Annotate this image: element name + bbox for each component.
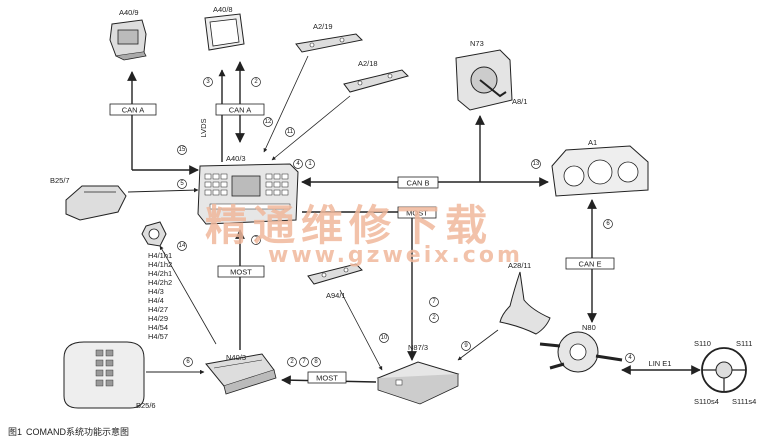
h4-item: H4/54 [148, 323, 168, 332]
n80-label: N80 [582, 323, 596, 332]
can-a-mid-label: CAN A [229, 106, 252, 115]
a40-8-display-icon [204, 13, 245, 51]
a8-1-label: A8/1 [512, 97, 527, 106]
circle-markers [177, 77, 635, 367]
watermark-url: www.gzweix.com [268, 243, 523, 268]
n73-ignition-switch-icon [455, 49, 513, 111]
marker-number: 10 [381, 335, 388, 341]
h4-item: H4/29 [148, 314, 168, 323]
a94-1-module-icon [307, 263, 363, 285]
h4-item: H4/1h1 [148, 251, 172, 260]
most-center-label: MOST [406, 209, 428, 218]
s111-label: S111 [736, 339, 752, 348]
b25-6-label: B25/6 [136, 401, 156, 410]
a2-19-line [263, 55, 309, 153]
figure-title: COMAND系统功能示意图 [26, 427, 130, 437]
n87-3-label: N87/3 [408, 343, 428, 352]
marker-number: 3 [206, 79, 210, 85]
marker-number: 13 [533, 161, 540, 167]
a2-18-module-icon [343, 69, 409, 93]
figure-number: 图1 [8, 427, 23, 437]
b25-6-overhead-unit-icon [63, 341, 145, 409]
most-bottom-label: MOST [316, 374, 338, 383]
s111s4-label: S111s4 [732, 397, 756, 406]
b25-7-line [127, 187, 199, 193]
marker-number: 1 [308, 161, 312, 167]
marker-number: 7 [302, 359, 306, 365]
h4-item: H4/2h1 [148, 269, 172, 278]
a28-11-antenna-icon [499, 271, 551, 335]
knob-component-icon [141, 221, 167, 247]
a1-instrument-cluster-icon [551, 145, 649, 197]
h4-item: H4/57 [148, 332, 168, 341]
marker-number: 2 [290, 359, 294, 365]
circle-marker-numbers: 3 2 12 11 15 5 4 1 13 6 14 7 7 2 10 9 6 … [179, 79, 633, 365]
marker-number: 4 [628, 355, 632, 361]
most-left-label: MOST [230, 268, 252, 277]
a28-11-label: A28/11 [508, 261, 531, 270]
marker-number: 5 [180, 181, 184, 187]
lvds-label: LVDS [199, 118, 208, 137]
marker-number: 6 [186, 359, 190, 365]
n73-label: N73 [470, 39, 484, 48]
marker-number: 11 [287, 129, 294, 135]
n40-3-amplifier-icon [205, 353, 277, 395]
knob-line [159, 245, 217, 345]
can-a-left-label: CAN A [122, 106, 145, 115]
marker-number: 2 [254, 79, 258, 85]
a2-18-line [271, 95, 351, 161]
a94-1-label: A94/1 [326, 291, 346, 300]
b25-7-microphone-unit-icon [65, 185, 127, 221]
marker-number: 14 [179, 243, 186, 249]
a2-18-label: A2/18 [358, 59, 378, 68]
marker-number: 8 [314, 359, 318, 365]
marker-number: 9 [464, 343, 468, 349]
h4-item: H4/27 [148, 305, 168, 314]
a1-label: A1 [588, 138, 597, 147]
h4-item: H4/2h2 [148, 278, 172, 287]
steering-wheel-switches-icon [701, 347, 747, 393]
a28-11-line [457, 329, 499, 361]
marker-number: 12 [265, 119, 272, 125]
a40-3-head-unit-icon [197, 163, 299, 225]
marker-number: 7 [432, 299, 436, 305]
a40-8-label: A40/8 [213, 5, 233, 14]
n40-3-label: N40/3 [226, 353, 246, 362]
h4-item: H4/3 [148, 287, 164, 296]
marker-number: 7 [254, 237, 258, 243]
a2-19-label: A2/19 [313, 22, 333, 31]
a94-1-line [339, 289, 383, 371]
h4-item: H4/4 [148, 296, 164, 305]
a40-9-unit-icon [109, 19, 147, 61]
marker-number: 2 [432, 315, 436, 321]
marker-number: 4 [296, 161, 300, 167]
a2-19-module-icon [295, 33, 364, 53]
bus-label-boxes [109, 103, 615, 384]
h4-item: H4/1h2 [148, 260, 172, 269]
s110-label: S110 [694, 339, 711, 348]
can-b-label: CAN B [407, 179, 430, 188]
n80-steering-column-module-icon [539, 331, 623, 373]
h4-speaker-list: H4/1h1 H4/1h2 H4/2h1 H4/2h2 H4/3 H4/4 H4… [148, 251, 172, 341]
can-e-label: CAN E [579, 260, 602, 269]
a40-9-label: A40/9 [119, 8, 139, 17]
a40-3-label: A40/3 [226, 154, 246, 163]
n87-3-module-icon [376, 361, 460, 405]
marker-number: 15 [179, 147, 186, 153]
b25-7-label: B25/7 [50, 176, 70, 185]
marker-number: 6 [606, 221, 610, 227]
watermark-text: 精通维修下载 [205, 201, 493, 250]
lin-e1-label: LIN E1 [649, 359, 672, 368]
s110s4-label: S110s4 [694, 397, 719, 406]
